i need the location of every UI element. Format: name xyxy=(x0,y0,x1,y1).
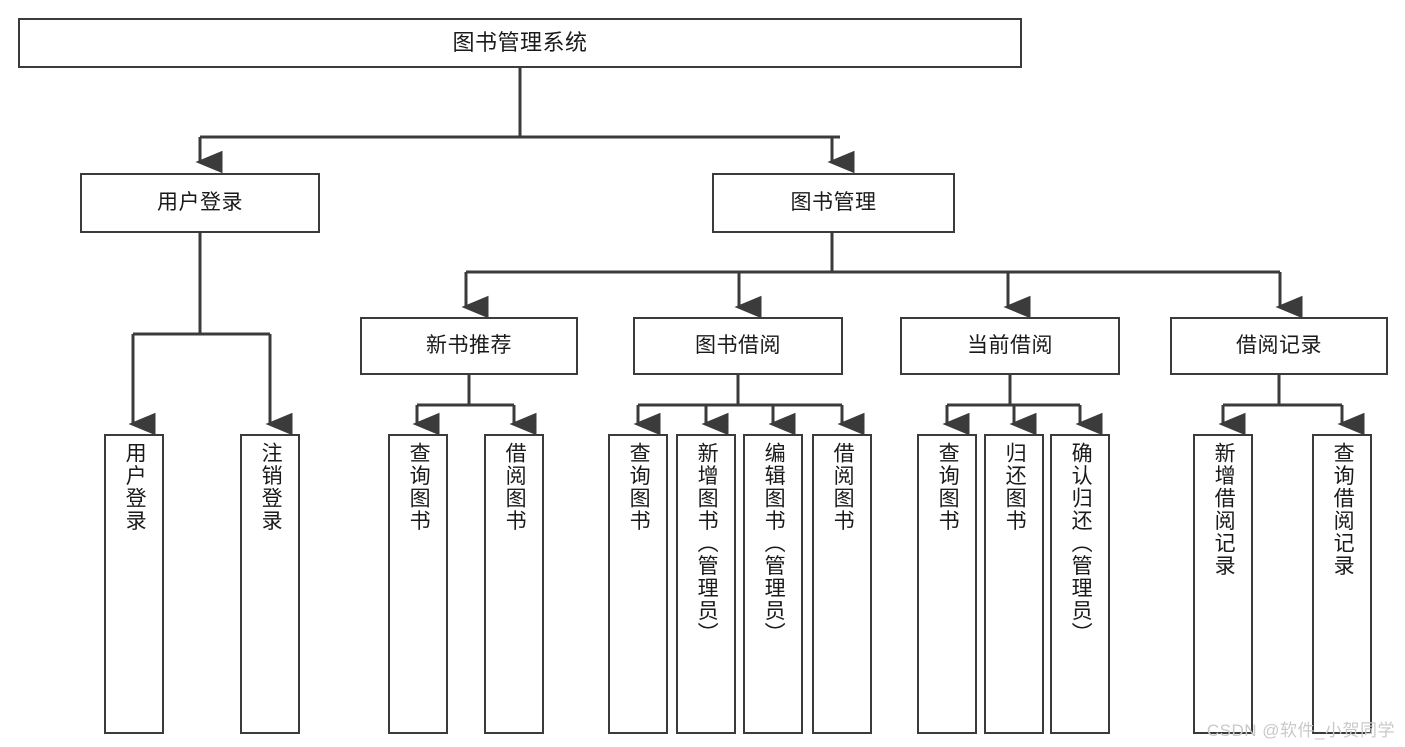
leaf-book-borrow-query[interactable]: 查询图书 xyxy=(608,434,668,734)
node-borrow-record-label: 借阅记录 xyxy=(1236,333,1322,357)
leaf-book-borrow-borrow[interactable]: 借阅图书 xyxy=(812,434,872,734)
leaf-user-login-login[interactable]: 用户登录 xyxy=(104,434,164,734)
leaf-new-book-query-label: 查询图书 xyxy=(407,442,431,532)
leaf-current-borrow-query-label: 查询图书 xyxy=(936,442,960,532)
leaf-user-login-login-label: 用户登录 xyxy=(123,442,147,532)
node-root-label: 图书管理系统 xyxy=(452,30,588,56)
node-new-book-recommend[interactable]: 新书推荐 xyxy=(360,317,578,375)
leaf-new-book-borrow[interactable]: 借阅图书 xyxy=(484,434,544,734)
node-current-borrow-label: 当前借阅 xyxy=(967,333,1053,357)
leaf-book-borrow-edit-label: 编辑图书（管理员） xyxy=(762,442,786,645)
leaf-book-borrow-add[interactable]: 新增图书（管理员） xyxy=(676,434,736,734)
leaf-current-borrow-confirm-label: 确认归还（管理员） xyxy=(1069,442,1093,645)
node-book-management[interactable]: 图书管理 xyxy=(712,173,955,233)
node-new-book-recommend-label: 新书推荐 xyxy=(426,333,512,357)
leaf-current-borrow-confirm[interactable]: 确认归还（管理员） xyxy=(1050,434,1110,734)
node-user-login-label: 用户登录 xyxy=(157,190,243,214)
leaf-borrow-record-query-label: 查询借阅记录 xyxy=(1331,442,1355,577)
leaf-new-book-query[interactable]: 查询图书 xyxy=(388,434,448,734)
node-root[interactable]: 图书管理系统 xyxy=(18,18,1022,68)
leaf-book-borrow-edit[interactable]: 编辑图书（管理员） xyxy=(743,434,803,734)
leaf-borrow-record-query[interactable]: 查询借阅记录 xyxy=(1312,434,1372,734)
node-book-management-label: 图书管理 xyxy=(790,190,877,214)
leaf-current-borrow-return[interactable]: 归还图书 xyxy=(984,434,1044,734)
leaf-user-login-logout-label: 注销登录 xyxy=(259,442,283,532)
leaf-book-borrow-add-label: 新增图书（管理员） xyxy=(695,442,719,645)
leaf-borrow-record-add[interactable]: 新增借阅记录 xyxy=(1193,434,1253,734)
node-borrow-record[interactable]: 借阅记录 xyxy=(1170,317,1388,375)
leaf-book-borrow-query-label: 查询图书 xyxy=(627,442,651,532)
leaf-current-borrow-return-label: 归还图书 xyxy=(1003,442,1027,532)
csdn-watermark: CSDN @软件_小贺同学 xyxy=(1206,721,1395,740)
node-book-borrow[interactable]: 图书借阅 xyxy=(633,317,843,375)
leaf-borrow-record-add-label: 新增借阅记录 xyxy=(1212,442,1236,577)
leaf-current-borrow-query[interactable]: 查询图书 xyxy=(917,434,977,734)
leaf-new-book-borrow-label: 借阅图书 xyxy=(503,442,527,532)
node-book-borrow-label: 图书借阅 xyxy=(695,333,781,357)
leaf-user-login-logout[interactable]: 注销登录 xyxy=(240,434,300,734)
node-current-borrow[interactable]: 当前借阅 xyxy=(900,317,1120,375)
leaf-book-borrow-borrow-label: 借阅图书 xyxy=(831,442,855,532)
node-user-login[interactable]: 用户登录 xyxy=(80,173,320,233)
